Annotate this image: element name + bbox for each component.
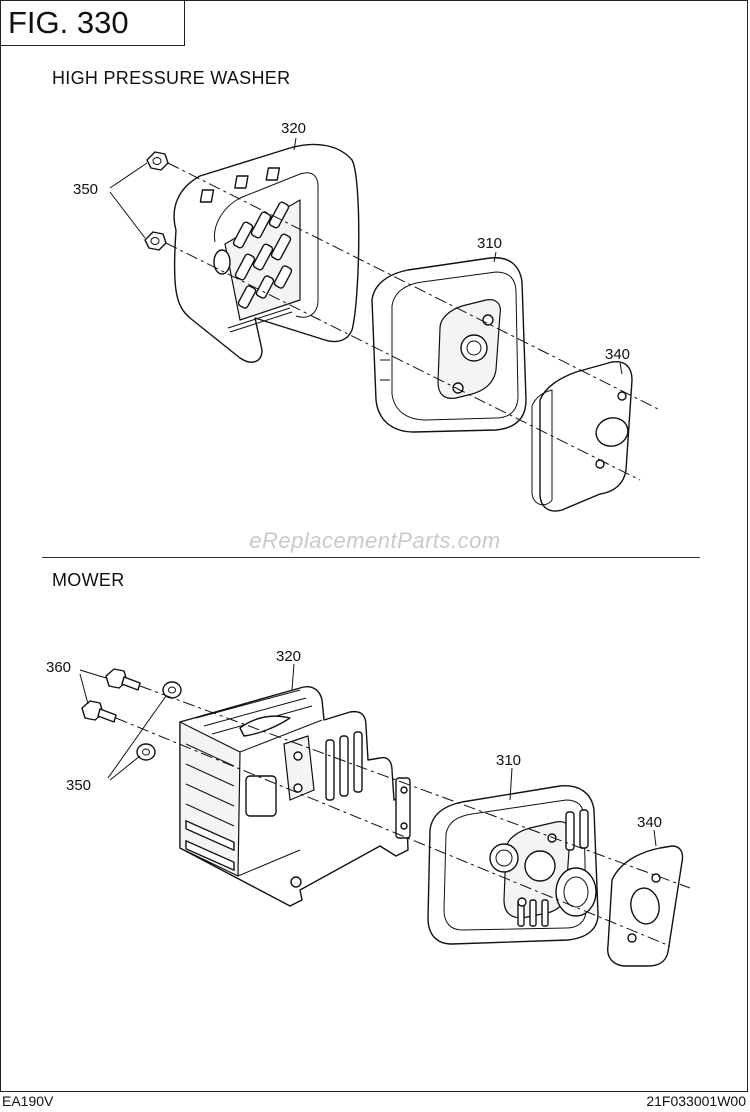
callout-mower-340: 340 [637, 814, 662, 831]
hpw-gasket-340 [531, 361, 633, 512]
watermark: eReplacementParts.com [249, 528, 501, 553]
figure-label: FIG. 330 [0, 0, 185, 46]
section-title-mower: MOWER [52, 570, 125, 590]
hpw-nut-350-upper [146, 151, 169, 171]
section-divider [42, 557, 700, 558]
mower-align-line-1 [139, 685, 691, 889]
hpw-muffler-cover-320 [173, 143, 360, 363]
mower-washer-350-lower [136, 743, 156, 761]
callout-hpw-320: 320 [281, 120, 306, 137]
callout-hpw-340: 340 [605, 346, 630, 363]
callout-hpw-350: 350 [73, 181, 98, 198]
callout-hpw-310: 310 [477, 235, 502, 252]
mower-gasket-340 [607, 845, 684, 967]
mower-assembly: 320 360 350 310 340 [46, 648, 691, 967]
callout-mower-350: 350 [66, 777, 91, 794]
footer-code: 21F033001W00 [646, 1093, 746, 1109]
mower-washer-350-upper [162, 681, 182, 699]
callout-mower-360: 360 [46, 659, 71, 676]
page-frame [0, 0, 748, 1092]
hpw-nut-350-lower [144, 231, 167, 251]
mower-bolt-360-lower [81, 700, 117, 723]
hpw-assembly: 320 350 310 340 [73, 120, 661, 512]
section-title-high-pressure-washer: HIGH PRESSURE WASHER [52, 68, 291, 88]
hpw-muffler-310 [371, 257, 527, 433]
hpw-align-line-2 [165, 242, 641, 481]
mower-muffler-cover-320 [179, 686, 411, 907]
mower-bolt-360-upper [105, 668, 141, 691]
callout-mower-310: 310 [496, 752, 521, 769]
mower-muffler-310 [427, 785, 599, 945]
callout-mower-320: 320 [276, 648, 301, 665]
footer-model: EA190V [2, 1093, 54, 1109]
mower-align-line-2 [115, 717, 671, 947]
